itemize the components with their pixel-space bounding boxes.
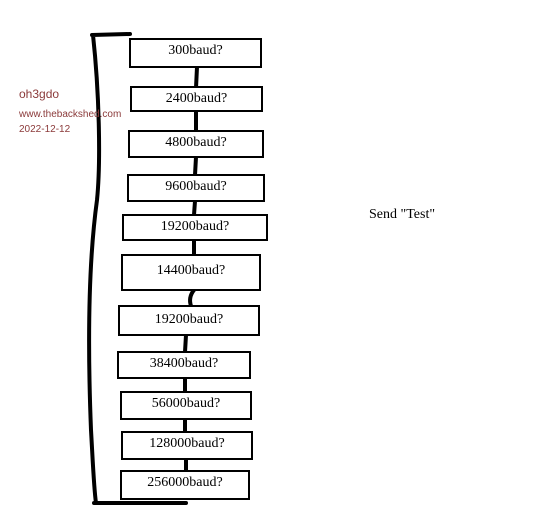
step-box-2: 2400baud? [130, 86, 263, 112]
send-test-note: Send "Test" [369, 207, 436, 222]
step-label: 128000baud? [149, 436, 225, 451]
step-box-8: 38400baud? [117, 351, 251, 379]
step-box-6: 14400baud? [121, 254, 261, 291]
step-label: 19200baud? [154, 312, 224, 327]
step-label: 2400baud? [165, 91, 228, 106]
step-box-4: 9600baud? [127, 174, 265, 202]
step-box-11: 256000baud? [120, 470, 250, 500]
loop-back-line [87, 32, 188, 505]
step-box-9: 56000baud? [120, 391, 252, 420]
step-label: 19200baud? [160, 219, 230, 234]
step-box-7: 19200baud? [118, 305, 260, 336]
connector-3-4 [193, 155, 198, 177]
step-label: 38400baud? [149, 356, 219, 371]
watermark-author: oh3gdo [19, 87, 60, 101]
step-label: 56000baud? [151, 396, 221, 411]
step-box-5: 19200baud? [122, 214, 268, 241]
watermark-date: 2022-12-12 [19, 124, 71, 135]
step-box-1: 300baud? [129, 38, 262, 68]
connector-6-7 [188, 288, 196, 308]
step-label: 4800baud? [165, 135, 227, 150]
step-label: 300baud? [168, 43, 223, 58]
step-box-10: 128000baud? [121, 431, 253, 460]
connector-7-8 [183, 333, 188, 354]
step-label: 256000baud? [147, 475, 223, 490]
step-box-3: 4800baud? [128, 130, 264, 158]
connector-1-2 [194, 65, 199, 90]
watermark-site: www.thebackshed.com [19, 109, 122, 120]
step-label: 14400baud? [156, 263, 226, 278]
step-label: 9600baud? [165, 179, 227, 194]
connector-4-5 [192, 199, 197, 217]
